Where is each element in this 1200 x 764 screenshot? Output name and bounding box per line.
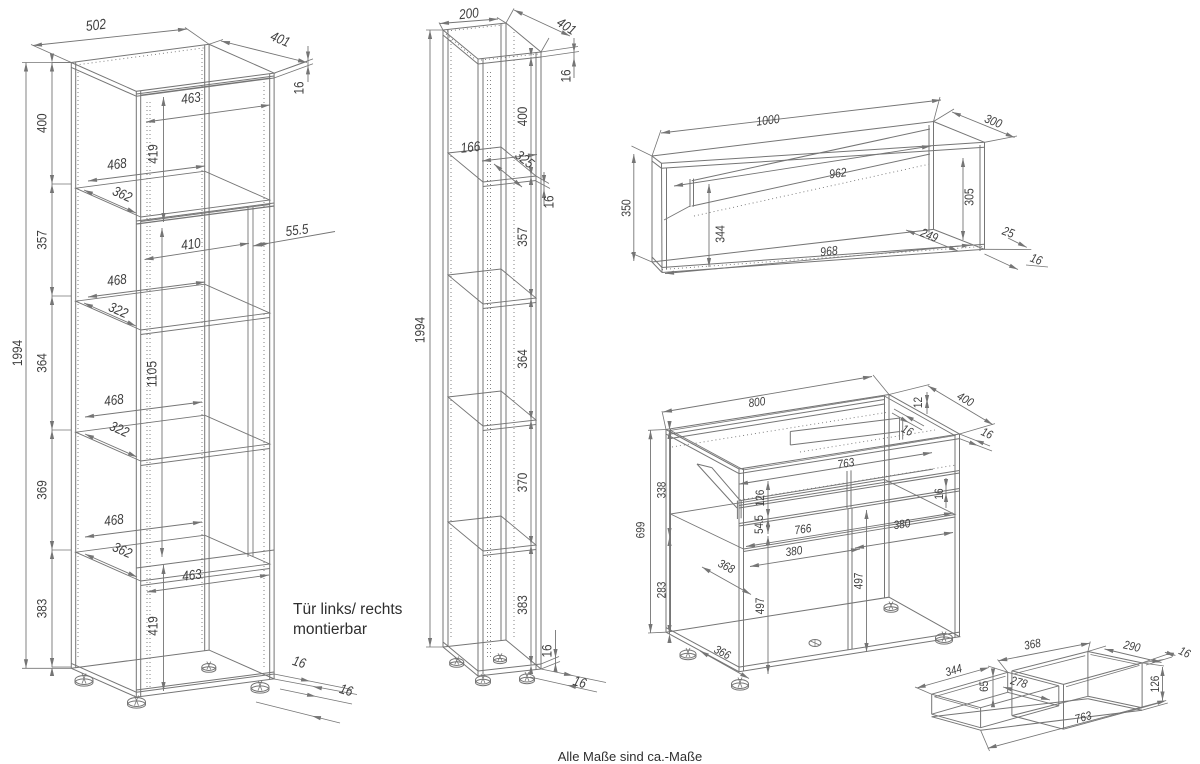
svg-text:16: 16 xyxy=(291,81,307,94)
svg-text:16: 16 xyxy=(1177,644,1193,662)
svg-text:502: 502 xyxy=(85,17,107,35)
svg-text:300: 300 xyxy=(983,112,1005,132)
svg-text:12: 12 xyxy=(911,397,925,408)
svg-text:25: 25 xyxy=(1000,223,1017,240)
svg-text:380: 380 xyxy=(785,543,804,559)
svg-text:325: 325 xyxy=(512,147,537,172)
svg-text:364: 364 xyxy=(34,353,50,373)
svg-text:468: 468 xyxy=(106,271,128,289)
svg-text:383: 383 xyxy=(34,599,50,619)
svg-text:249: 249 xyxy=(918,225,940,245)
svg-text:468: 468 xyxy=(103,511,125,529)
svg-text:401: 401 xyxy=(554,14,579,38)
svg-text:699: 699 xyxy=(634,521,648,538)
svg-text:410: 410 xyxy=(180,235,202,253)
svg-text:763: 763 xyxy=(1073,708,1093,726)
svg-text:290: 290 xyxy=(1121,637,1142,655)
svg-text:401: 401 xyxy=(268,28,292,50)
svg-text:400: 400 xyxy=(514,107,530,127)
svg-text:370: 370 xyxy=(514,473,530,493)
svg-text:357: 357 xyxy=(514,227,530,247)
svg-text:344: 344 xyxy=(944,661,964,679)
svg-text:369: 369 xyxy=(34,480,50,500)
svg-text:800: 800 xyxy=(748,394,767,410)
svg-text:126: 126 xyxy=(1148,675,1162,692)
svg-text:383: 383 xyxy=(514,595,530,615)
svg-text:16: 16 xyxy=(338,680,355,699)
svg-text:16: 16 xyxy=(541,195,557,208)
svg-text:16: 16 xyxy=(291,652,308,671)
svg-text:54.5: 54.5 xyxy=(754,515,766,534)
svg-text:305: 305 xyxy=(962,188,976,206)
svg-text:1994: 1994 xyxy=(412,317,428,343)
svg-text:497: 497 xyxy=(753,597,767,614)
svg-text:montierbar: montierbar xyxy=(293,621,367,638)
svg-text:322: 322 xyxy=(106,299,131,322)
svg-text:497: 497 xyxy=(852,572,866,589)
svg-text:364: 364 xyxy=(514,349,530,369)
svg-text:766: 766 xyxy=(794,521,813,537)
svg-text:366: 366 xyxy=(712,642,734,662)
svg-text:16: 16 xyxy=(571,672,588,691)
svg-text:55.5: 55.5 xyxy=(285,220,310,239)
svg-text:1994: 1994 xyxy=(9,340,25,366)
svg-text:1105: 1105 xyxy=(144,361,160,387)
svg-text:278: 278 xyxy=(1008,673,1029,691)
svg-text:Tür links/ rechts: Tür links/ rechts xyxy=(293,601,403,618)
svg-text:16: 16 xyxy=(932,488,946,499)
svg-text:419: 419 xyxy=(145,144,161,164)
svg-text:200: 200 xyxy=(457,4,479,22)
svg-text:368: 368 xyxy=(1023,636,1042,653)
svg-text:338: 338 xyxy=(655,481,669,498)
svg-text:16: 16 xyxy=(1028,251,1044,268)
svg-text:16: 16 xyxy=(539,644,555,657)
svg-text:419: 419 xyxy=(145,616,161,636)
svg-text:1000: 1000 xyxy=(755,112,780,129)
svg-text:468: 468 xyxy=(103,391,125,409)
svg-text:400: 400 xyxy=(34,113,50,133)
svg-text:463: 463 xyxy=(181,566,203,584)
svg-text:344: 344 xyxy=(713,225,727,243)
svg-text:65: 65 xyxy=(977,680,991,691)
svg-text:400: 400 xyxy=(955,389,977,410)
svg-text:283: 283 xyxy=(655,581,669,598)
svg-text:468: 468 xyxy=(106,155,128,173)
svg-text:Alle Maße sind ca.-Maße: Alle Maße sind ca.-Maße xyxy=(558,749,703,764)
svg-text:166: 166 xyxy=(460,138,481,156)
svg-text:357: 357 xyxy=(34,230,50,250)
svg-text:368: 368 xyxy=(716,556,738,576)
svg-text:968: 968 xyxy=(819,243,838,259)
svg-text:362: 362 xyxy=(110,183,135,206)
svg-text:350: 350 xyxy=(619,199,633,217)
svg-text:962: 962 xyxy=(828,165,847,181)
svg-text:763: 763 xyxy=(836,455,855,471)
svg-text:322: 322 xyxy=(107,418,132,441)
svg-text:16: 16 xyxy=(899,421,916,439)
svg-text:463: 463 xyxy=(180,89,202,107)
svg-text:126: 126 xyxy=(753,489,767,506)
svg-text:362: 362 xyxy=(110,539,135,562)
svg-text:380: 380 xyxy=(893,516,912,532)
svg-text:16: 16 xyxy=(558,69,574,82)
